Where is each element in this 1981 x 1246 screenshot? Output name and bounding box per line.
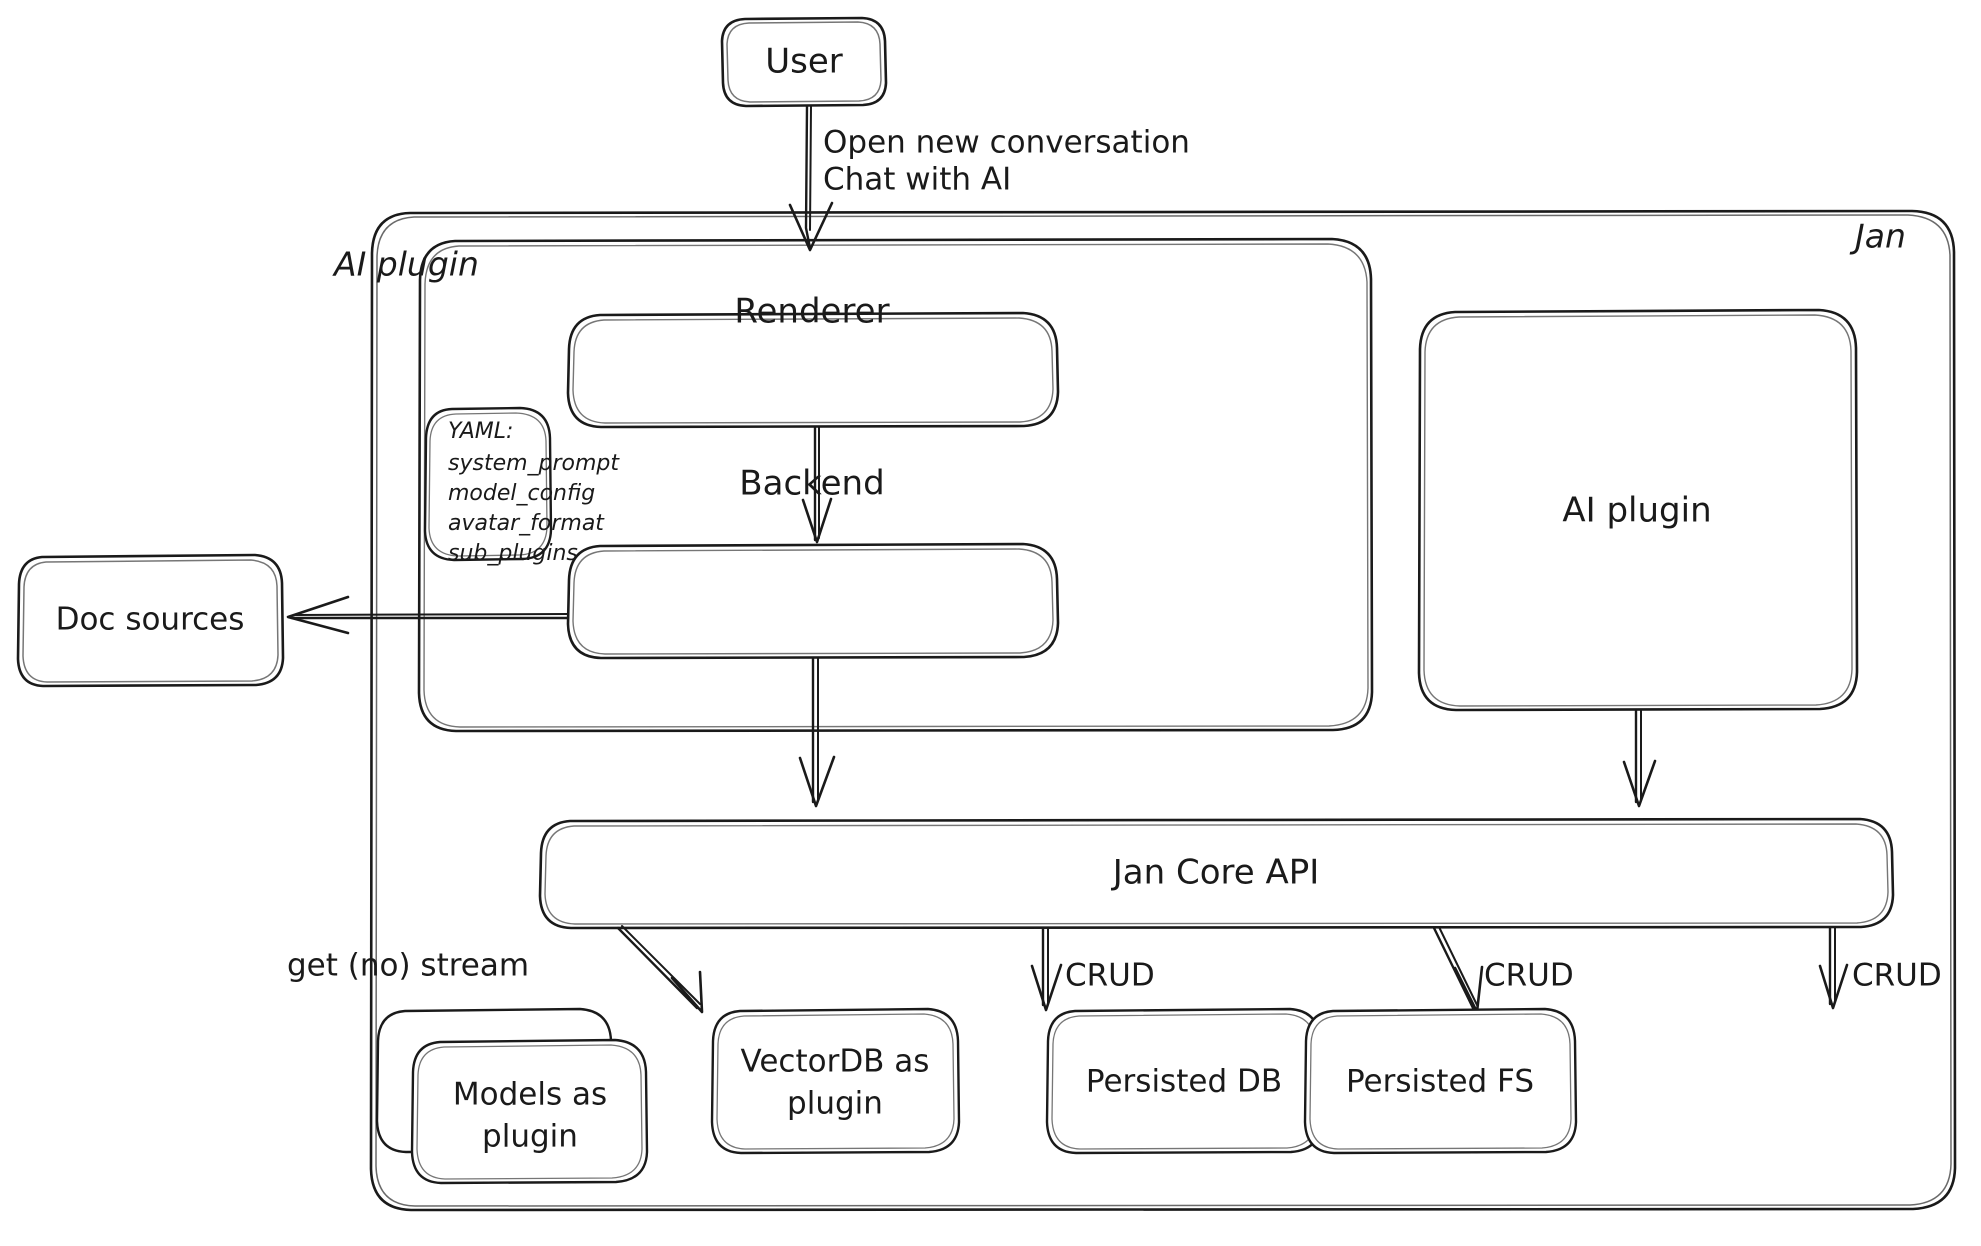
- node-label-models-as-plugin-line1: Models as: [453, 1077, 607, 1113]
- node-ai-plugin[interactable]: AI plugin: [1417, 308, 1859, 712]
- yaml-line-4: sub_plugins: [448, 541, 578, 566]
- node-renderer[interactable]: Renderer: [566, 292, 1060, 429]
- yaml-line-3: avatar_format: [448, 511, 605, 536]
- edge-core-api-to-models: get (no) stream: [287, 925, 704, 1014]
- group-jan: Jan: [369, 209, 1957, 1212]
- edge-label-crud-persisted-fs: CRUD: [1852, 958, 1942, 994]
- node-models-as-plugin[interactable]: Models as plugin: [375, 1007, 649, 1185]
- node-label-persisted-db: Persisted DB: [1086, 1064, 1282, 1100]
- node-label-models-as-plugin-line2: plugin: [482, 1119, 578, 1155]
- node-doc-sources[interactable]: Doc sources: [16, 553, 285, 688]
- group-label-ai-plugin: AI plugin: [332, 245, 479, 284]
- edge-label-open-conversation: Open new conversation: [823, 125, 1190, 161]
- yaml-line-1: system_prompt: [448, 451, 620, 476]
- edge-ai-plugin-to-core-api: [1622, 708, 1657, 808]
- edge-label-crud-vectordb: CRUD: [1065, 958, 1155, 994]
- node-label-ai-plugin: AI plugin: [1562, 491, 1711, 531]
- node-label-renderer: Renderer: [734, 292, 889, 332]
- node-vectordb-as-plugin[interactable]: VectorDB as plugin: [710, 1007, 961, 1155]
- node-persisted-db[interactable]: Persisted DB: [1045, 1007, 1323, 1155]
- edge-label-crud-persisted-db: CRUD: [1484, 958, 1574, 994]
- node-yaml-config: YAML: system_prompt model_config avatar_…: [425, 408, 620, 566]
- node-label-vectordb-as-plugin-line1: VectorDB as: [741, 1044, 930, 1080]
- node-backend[interactable]: Backend: [566, 464, 1060, 660]
- node-label-jan-core-api: Jan Core API: [1111, 853, 1320, 893]
- yaml-line-0: YAML:: [448, 419, 513, 444]
- node-label-vectordb-as-plugin-line2: plugin: [787, 1086, 883, 1122]
- node-user[interactable]: User: [720, 16, 888, 108]
- edge-label-get-no-stream: get (no) stream: [287, 948, 529, 984]
- node-jan-core-api[interactable]: Jan Core API: [538, 817, 1895, 930]
- node-label-persisted-fs: Persisted FS: [1346, 1064, 1534, 1100]
- node-persisted-fs[interactable]: Persisted FS: [1303, 1007, 1578, 1155]
- node-label-doc-sources: Doc sources: [56, 602, 245, 638]
- edge-core-api-to-vectordb: CRUD: [1030, 926, 1155, 1012]
- group-label-jan: Jan: [1849, 217, 1906, 256]
- edge-core-api-to-persisted-fs: CRUD: [1818, 926, 1942, 1010]
- node-label-backend: Backend: [739, 464, 884, 504]
- edge-backend-to-doc-sources: [286, 595, 570, 635]
- edge-user-to-renderer: Open new conversation Chat with AI: [788, 104, 1190, 252]
- node-label-user: User: [765, 42, 843, 82]
- yaml-line-2: model_config: [448, 481, 595, 506]
- edge-core-api-to-persisted-db: CRUD: [1432, 926, 1574, 1014]
- edge-label-chat-with-ai: Chat with AI: [823, 162, 1011, 198]
- edge-backend-to-core-api: [798, 656, 836, 808]
- edge-renderer-to-backend: [801, 425, 833, 544]
- group-ai-plugin: AI plugin: [332, 237, 1374, 733]
